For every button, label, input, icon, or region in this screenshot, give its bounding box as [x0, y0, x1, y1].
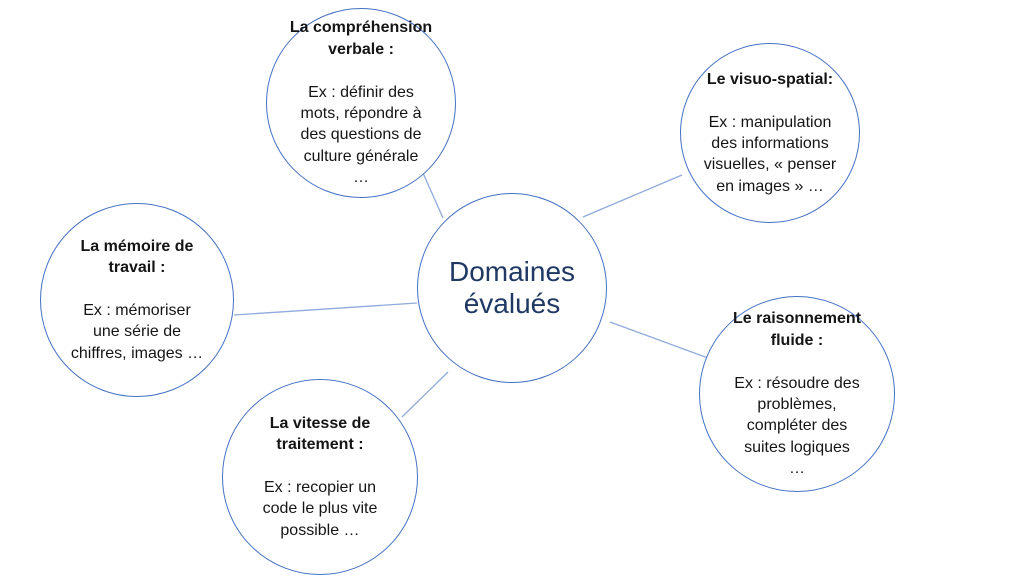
node-memoire-text: La mémoire de travail : Ex : mémoriser u… [71, 214, 203, 386]
node-comprehension-verbale: La compréhension verbale : Ex : définir … [266, 8, 456, 198]
node-visuo-title: Le visuo-spatial: [706, 70, 834, 88]
node-raisonnement-text: Le raisonnement fluide : Ex : résoudre d… [733, 287, 861, 501]
node-vitesse-text: La vitesse de traitement : Ex : recopier… [263, 391, 378, 563]
node-memoire-body: Ex : mémoriser une série de chiffres, im… [70, 302, 204, 362]
node-domaines-evalues: Domaines évalués [417, 193, 607, 383]
center-node-label: Domaines évalués [448, 255, 576, 319]
connector-center-comprehension [422, 172, 444, 219]
connector-center-vitesse [401, 371, 449, 418]
node-visuo-body: Ex : manipulation des informations visue… [703, 113, 837, 195]
connector-center-raisonnement [609, 321, 709, 359]
node-vitesse-de-traitement: La vitesse de traitement : Ex : recopier… [222, 379, 418, 575]
node-comprehension-body: Ex : définir des mots, répondre à des qu… [300, 83, 422, 187]
node-raisonnement-fluide: Le raisonnement fluide : Ex : résoudre d… [699, 296, 895, 492]
node-visuo-text: Le visuo-spatial: Ex : manipulation des … [704, 47, 837, 219]
node-visuo-spatial: Le visuo-spatial: Ex : manipulation des … [680, 43, 860, 223]
node-comprehension-text: La compréhension verbale : Ex : définir … [290, 0, 432, 210]
node-vitesse-title: La vitesse de traitement : [269, 414, 371, 454]
node-memoire-de-travail: La mémoire de travail : Ex : mémoriser u… [40, 203, 234, 397]
connector-center-memoire [233, 302, 418, 316]
node-raisonnement-body: Ex : résoudre des problèmes, compléter d… [734, 374, 860, 478]
node-vitesse-body: Ex : recopier un code le plus vite possi… [262, 479, 378, 539]
node-comprehension-title: La compréhension verbale : [289, 19, 433, 58]
connector-center-visuo [582, 174, 683, 218]
node-raisonnement-title: Le raisonnement fluide : [732, 310, 862, 349]
node-memoire-title: La mémoire de travail : [80, 237, 194, 277]
